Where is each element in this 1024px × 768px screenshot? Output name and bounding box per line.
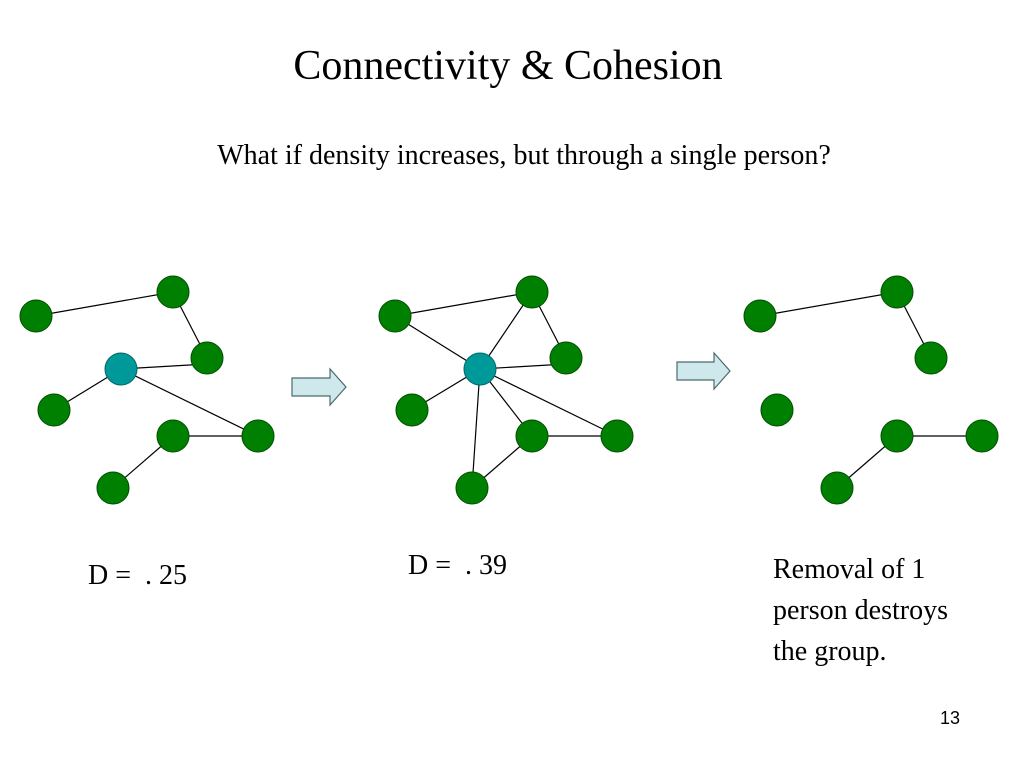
person-node bbox=[455, 471, 489, 505]
right-arrow-icon bbox=[676, 351, 731, 391]
central-person-node bbox=[463, 352, 497, 386]
person-node bbox=[914, 341, 948, 375]
caption-line: Removal of 1 bbox=[773, 554, 926, 585]
network-densified bbox=[378, 275, 634, 505]
page-number: 13 bbox=[940, 708, 961, 728]
person-node bbox=[241, 419, 275, 453]
density-label-densified: D = . 39 bbox=[408, 550, 508, 581]
person-node bbox=[760, 393, 794, 427]
person-node bbox=[37, 393, 71, 427]
network-before bbox=[19, 275, 275, 505]
person-node bbox=[515, 275, 549, 309]
person-node bbox=[820, 471, 854, 505]
edge bbox=[120, 368, 259, 437]
person-node bbox=[156, 419, 190, 453]
person-node bbox=[190, 341, 224, 375]
edge bbox=[394, 315, 481, 370]
person-node bbox=[549, 341, 583, 375]
person-node bbox=[880, 419, 914, 453]
person-node bbox=[96, 471, 130, 505]
slide-title: Connectivity & Cohesion bbox=[293, 43, 723, 89]
edge bbox=[479, 368, 618, 437]
edge bbox=[471, 368, 481, 489]
edge bbox=[35, 291, 174, 317]
person-node bbox=[965, 419, 999, 453]
density-label-before: D = . 25 bbox=[88, 560, 188, 591]
person-node bbox=[600, 419, 634, 453]
central-person-node bbox=[104, 352, 138, 386]
right-arrow-icon bbox=[291, 367, 347, 407]
person-node bbox=[156, 275, 190, 309]
caption-line: person destroys bbox=[773, 595, 948, 626]
person-node bbox=[19, 299, 53, 333]
network-removed bbox=[743, 275, 999, 505]
caption-line: the group. bbox=[773, 636, 887, 667]
person-node bbox=[378, 299, 412, 333]
slide-subtitle: What if density increases, but through a… bbox=[217, 140, 831, 171]
removal-caption: Removal of 1 person destroys the group. bbox=[773, 549, 1013, 672]
person-node bbox=[515, 419, 549, 453]
edge bbox=[394, 291, 533, 317]
person-node bbox=[880, 275, 914, 309]
edge bbox=[759, 291, 898, 317]
person-node bbox=[395, 393, 429, 427]
person-node bbox=[743, 299, 777, 333]
